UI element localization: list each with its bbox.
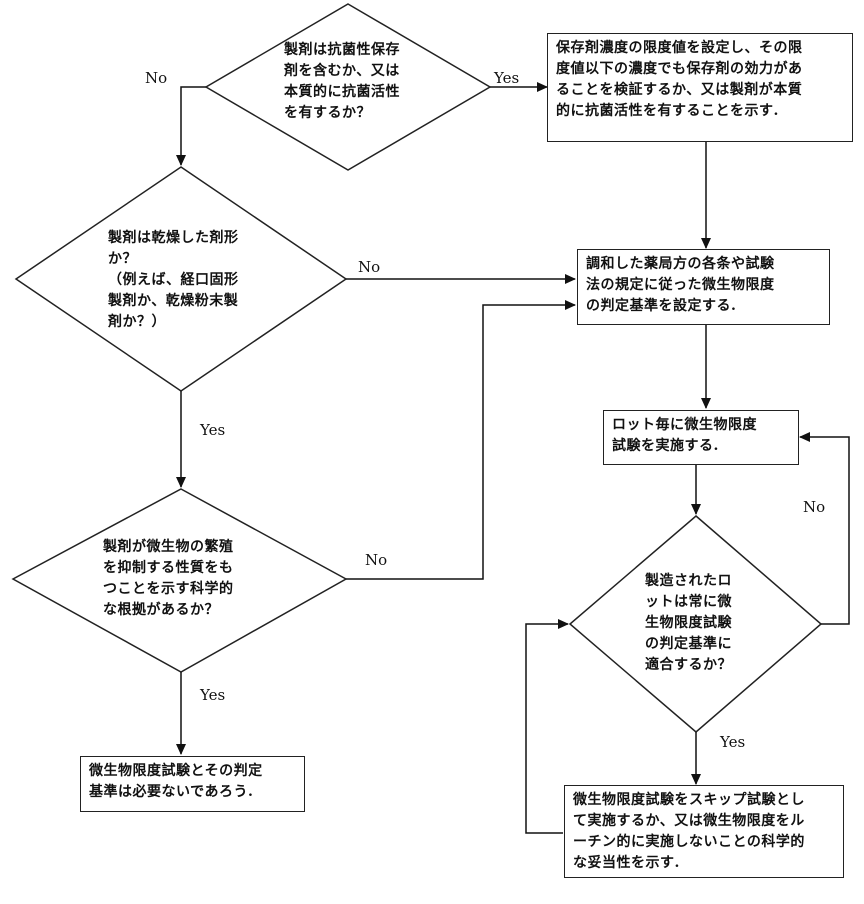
process-4: 微生物限度試験とその判定 基準は必要ないであろう. [80, 756, 305, 812]
edge-p5-loop [525, 619, 569, 834]
edge-d4-no [799, 432, 850, 625]
label-d2-no: No [358, 258, 381, 276]
label-d1-no: No [145, 69, 168, 87]
edge-d1-no [176, 86, 206, 166]
decision-3-text: 製剤が微生物の繁殖 を抑制する性質をも つことを示す科学的 な根拠があるか？ [103, 539, 234, 618]
decision-2-text: 製剤は乾燥した剤形 か？ （例えば、経口固形 製剤か、乾燥粉末製 剤か？） [108, 230, 239, 330]
process-3: ロット毎に微生物限度 試験を実施する. [603, 410, 799, 465]
label-d4-no: No [803, 498, 826, 516]
label-d2-yes: Yes [200, 421, 226, 439]
process-2: 調和した薬局方の各条や試験 法の規定に従った微生物限度 の判定基準を設定する. [577, 249, 830, 325]
label-d3-yes: Yes [200, 686, 226, 704]
decision-4-text: 製造されたロ ットは常に微 生物限度試験 の判定基準に 適合するか？ [645, 573, 732, 673]
label-d3-no: No [365, 551, 388, 569]
label-d4-yes: Yes [720, 733, 746, 751]
process-1: 保存剤濃度の限度値を設定し、その限 度値以下の濃度でも保存剤の効力があ ることを… [547, 33, 853, 142]
decision-1-shape [204, 3, 492, 171]
decision-1-text: 製剤は抗菌性保存 剤を含むか、又は 本質的に抗菌活性 を有するか？ [284, 42, 400, 121]
label-d1-yes: Yes [494, 69, 520, 87]
edge-d3-no [346, 300, 576, 580]
process-5: 微生物限度試験をスキップ試験とし て実施するか、又は微生物限度をル ーチン的に実… [564, 785, 844, 878]
